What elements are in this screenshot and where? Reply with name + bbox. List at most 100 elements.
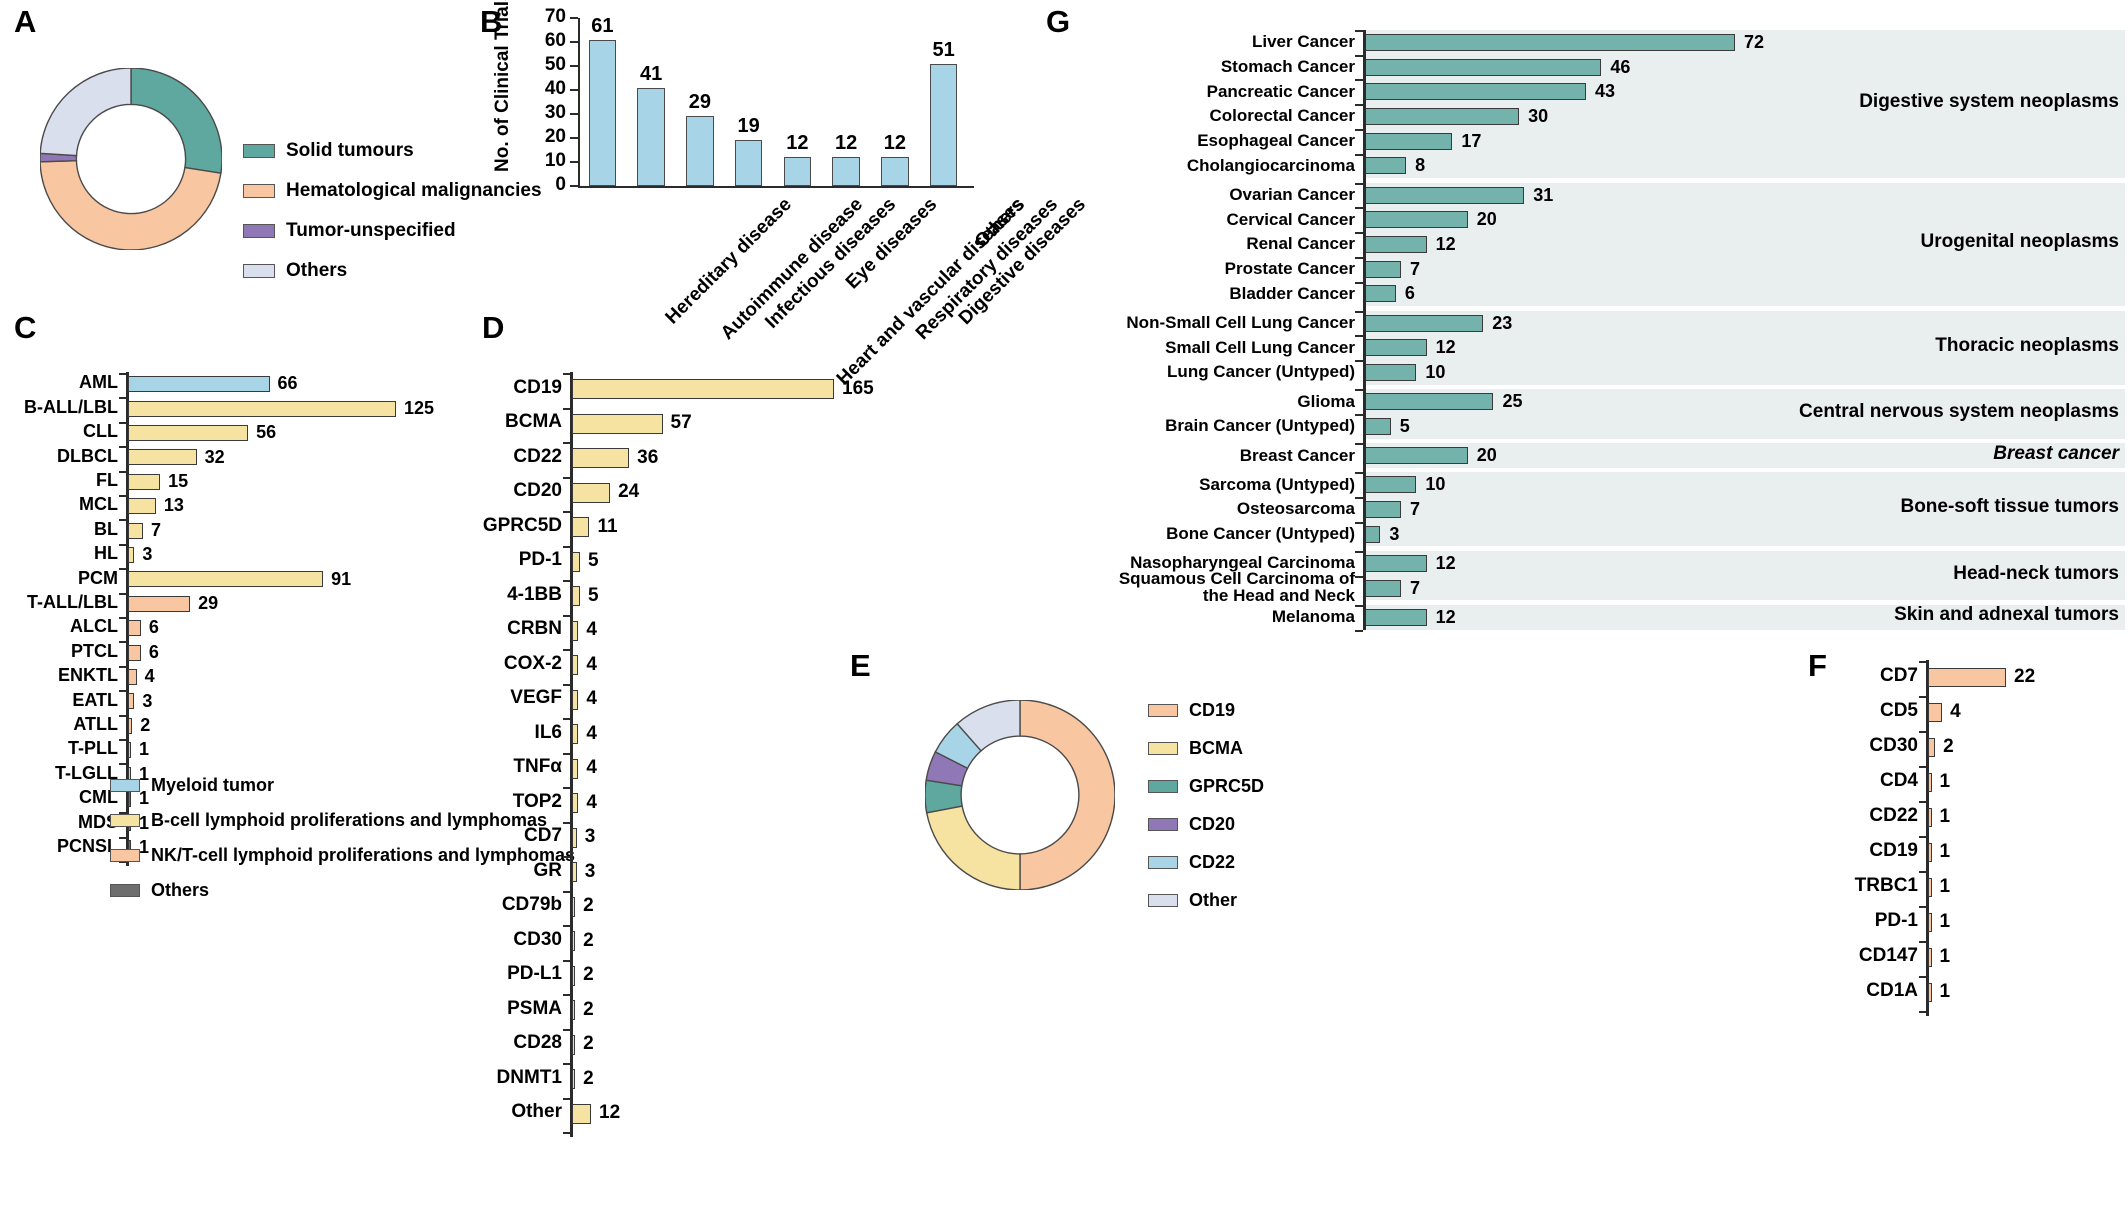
bar[interactable] <box>128 693 135 710</box>
donut-slice[interactable] <box>130 67 223 175</box>
bar[interactable] <box>1365 157 1407 175</box>
donut-slice[interactable] <box>925 805 1021 891</box>
bar[interactable] <box>128 644 141 661</box>
bar[interactable] <box>572 517 590 538</box>
bar[interactable] <box>881 157 909 186</box>
legend-item[interactable]: Other <box>1148 890 1264 911</box>
legend-item[interactable]: Others <box>110 880 575 901</box>
bar[interactable] <box>128 425 249 441</box>
legend-item[interactable]: BCMA <box>1148 738 1264 759</box>
bar[interactable] <box>572 965 576 986</box>
bar[interactable] <box>1928 843 1932 862</box>
bar[interactable] <box>1365 393 1494 411</box>
bar[interactable] <box>1365 417 1391 435</box>
bar[interactable] <box>572 586 580 607</box>
bar[interactable] <box>572 1000 576 1021</box>
legend-item[interactable]: GPRC5D <box>1148 776 1264 797</box>
legend-item[interactable]: B-cell lymphoid proliferations and lymph… <box>110 810 575 831</box>
legend-item[interactable]: Myeloid tumor <box>110 775 575 796</box>
bar[interactable] <box>128 498 156 515</box>
bar[interactable] <box>572 931 576 952</box>
bar[interactable] <box>572 379 834 400</box>
bar[interactable] <box>1365 58 1602 76</box>
bar[interactable] <box>1365 33 1735 51</box>
bar[interactable] <box>1365 476 1417 494</box>
bar[interactable] <box>734 140 763 186</box>
legend-item[interactable]: Hematological malignancies <box>243 180 542 202</box>
bar[interactable] <box>1365 363 1417 381</box>
bar[interactable] <box>1365 211 1468 229</box>
bar[interactable] <box>572 413 663 434</box>
bar[interactable] <box>572 689 579 710</box>
bar[interactable] <box>1365 260 1401 278</box>
bar[interactable] <box>1365 554 1427 572</box>
donut-slice[interactable] <box>39 159 222 251</box>
bar[interactable] <box>572 793 579 814</box>
bar[interactable] <box>1365 107 1520 125</box>
bar[interactable] <box>686 116 714 186</box>
bar[interactable] <box>1365 339 1427 357</box>
donut-slice[interactable] <box>39 67 132 157</box>
bar[interactable] <box>128 400 396 417</box>
bar[interactable] <box>1928 703 1943 722</box>
bar[interactable] <box>128 571 324 588</box>
legend-item[interactable]: Solid tumours <box>243 140 542 162</box>
bar[interactable] <box>128 620 141 637</box>
bar[interactable] <box>1928 808 1932 827</box>
bar[interactable] <box>128 742 131 759</box>
bar[interactable] <box>128 473 161 490</box>
bar[interactable] <box>1928 948 1932 967</box>
bar[interactable] <box>1928 983 1932 1002</box>
bar[interactable] <box>572 758 579 779</box>
bar[interactable] <box>1365 132 1453 150</box>
bar[interactable] <box>1365 285 1396 303</box>
legend-item[interactable]: CD22 <box>1148 852 1264 873</box>
bar[interactable] <box>832 157 860 186</box>
bar[interactable] <box>572 1103 592 1124</box>
bar[interactable] <box>929 63 958 186</box>
bar[interactable] <box>128 669 137 685</box>
bar[interactable] <box>572 482 611 503</box>
bar[interactable] <box>572 896 576 917</box>
bar[interactable] <box>1365 83 1586 101</box>
legend-item[interactable]: CD20 <box>1148 814 1264 835</box>
bar[interactable] <box>1928 668 2006 687</box>
bar[interactable] <box>1365 186 1525 204</box>
bar[interactable] <box>1928 773 1932 792</box>
bar[interactable] <box>572 448 630 469</box>
bar[interactable] <box>588 39 617 186</box>
bar[interactable] <box>1365 608 1427 626</box>
bar[interactable] <box>128 717 133 734</box>
bar[interactable] <box>572 1069 576 1090</box>
y-tick <box>1355 128 1363 131</box>
bar[interactable] <box>1928 738 1936 757</box>
donut-slice[interactable] <box>1019 699 1116 891</box>
bar[interactable] <box>128 595 191 612</box>
bar[interactable] <box>128 522 143 539</box>
legend-item[interactable]: Others <box>243 260 542 282</box>
bar[interactable] <box>1365 579 1401 597</box>
bar[interactable] <box>1365 314 1484 332</box>
bar[interactable] <box>1928 913 1932 932</box>
bar[interactable] <box>1365 447 1468 465</box>
bar[interactable] <box>572 655 579 676</box>
bar[interactable] <box>128 547 135 563</box>
bar[interactable] <box>572 1034 576 1055</box>
bar[interactable] <box>1928 878 1932 897</box>
legend-item[interactable]: CD19 <box>1148 700 1264 721</box>
bar[interactable] <box>783 157 812 186</box>
bar[interactable] <box>1365 525 1381 543</box>
bar[interactable] <box>1365 500 1401 518</box>
bar[interactable] <box>128 376 270 393</box>
donut-slice[interactable] <box>956 699 1021 752</box>
legend-item[interactable]: NK/T-cell lymphoid proliferations and ly… <box>110 845 575 866</box>
legend-item[interactable]: Tumor-unspecified <box>243 220 542 242</box>
bar[interactable] <box>572 724 579 745</box>
bar[interactable] <box>572 827 577 848</box>
bar[interactable] <box>572 862 577 883</box>
bar[interactable] <box>128 449 197 466</box>
bar[interactable] <box>637 87 665 186</box>
bar[interactable] <box>572 551 580 572</box>
bar[interactable] <box>572 620 579 641</box>
bar[interactable] <box>1365 235 1427 253</box>
